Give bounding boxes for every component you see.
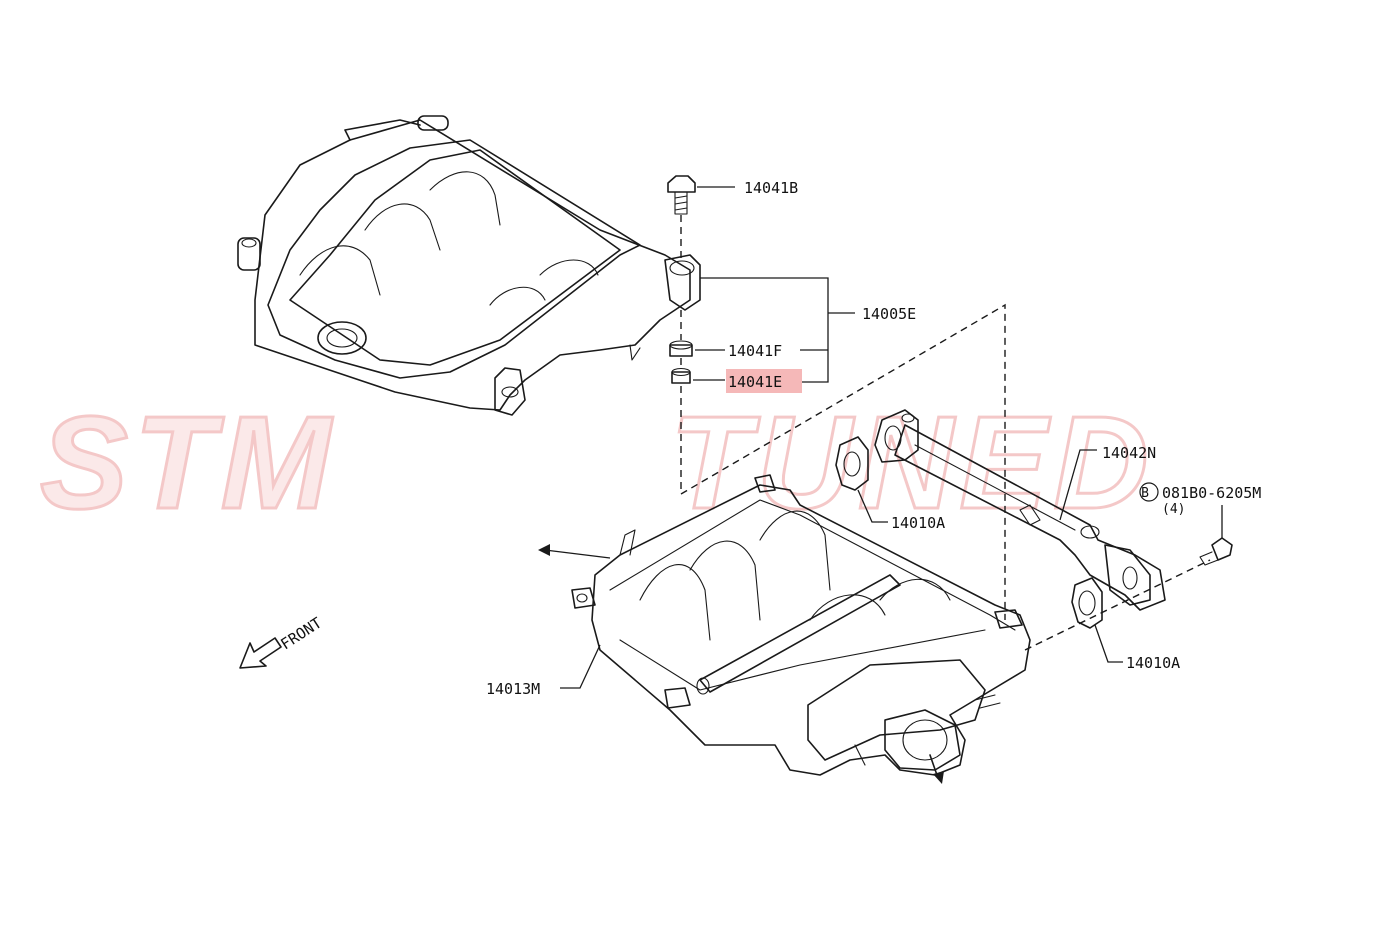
label-manifold[interactable]: 14013M (486, 680, 540, 698)
label-gasket-lower[interactable]: 14010A (1126, 654, 1180, 672)
callout-labels: 14041B 14005E 14041F 14041E 14042N 14010… (486, 179, 1261, 698)
label-bolt-ref[interactable]: 081B0-6205M (1162, 484, 1261, 502)
label-bolt-qty: (4) (1162, 502, 1185, 517)
hardware-stack (667, 175, 696, 494)
gasket-lower (1071, 577, 1123, 663)
label-collector-pipe[interactable]: 14042N (1102, 444, 1156, 462)
bolt-ref-marker: B (1141, 486, 1149, 501)
label-gasket-upper[interactable]: 14010A (891, 514, 945, 532)
gasket-upper (835, 436, 888, 523)
collector-pipe (874, 409, 1166, 611)
engine-cover (237, 115, 701, 416)
label-bolt-top[interactable]: 14041B (744, 179, 798, 197)
watermark: STM TUNED (39, 388, 1151, 538)
label-cover-assembly[interactable]: 14005E (862, 305, 916, 323)
watermark-left: STM (40, 389, 337, 536)
cover-assembly-bracket (693, 186, 855, 383)
label-collar[interactable]: 14041E (728, 373, 782, 391)
highlight-box (726, 369, 802, 393)
front-label: FRONT (277, 614, 325, 654)
label-grommet[interactable]: 14041F (728, 342, 782, 360)
bolt-reference (1139, 482, 1233, 566)
alignment-dashes (680, 303, 1211, 651)
front-indicator: FRONT (239, 614, 325, 669)
intake-manifold (538, 474, 1031, 784)
